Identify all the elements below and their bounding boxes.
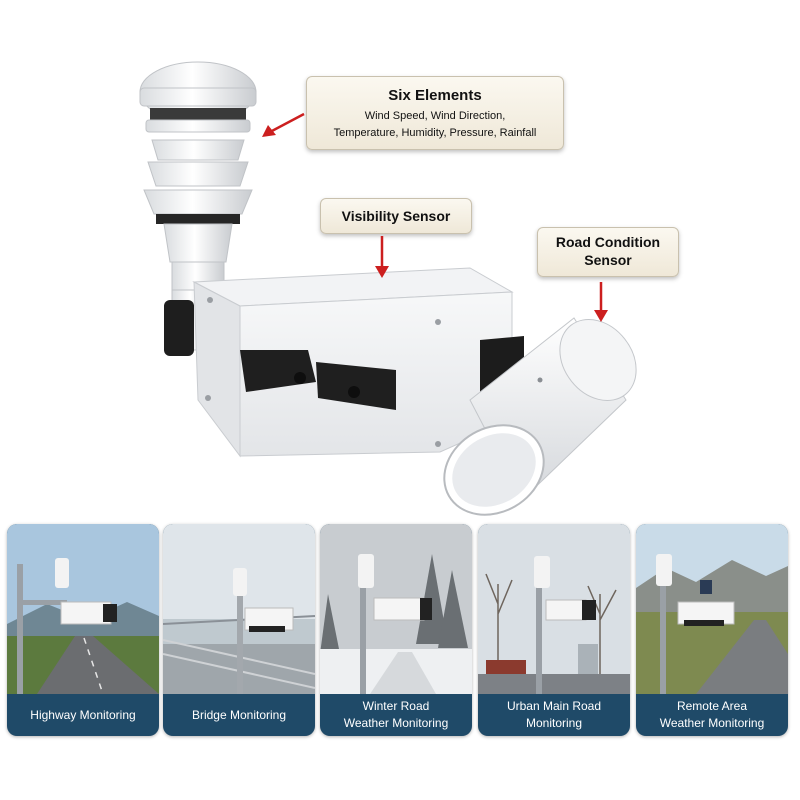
winter-scene: [320, 524, 472, 694]
remote-scene: [636, 524, 788, 694]
card-caption: Urban Main Road Monitoring: [478, 694, 630, 736]
road-condition-sensor-tube: [443, 317, 637, 516]
visibility-sensor-title: Visibility Sensor: [341, 208, 451, 224]
card-caption: Remote Area Weather Monitoring: [636, 694, 788, 736]
caption-line1: Winter Road: [362, 699, 430, 713]
application-card-bridge: Bridge Monitoring: [163, 524, 315, 736]
road-condition-arrow-icon: [594, 282, 608, 322]
application-card-winter: Winter Road Weather Monitoring: [320, 524, 472, 736]
card-caption: Winter Road Weather Monitoring: [320, 694, 472, 736]
caption-line1: Remote Area: [676, 699, 748, 713]
card-caption: Highway Monitoring: [7, 694, 159, 736]
application-card-remote: Remote Area Weather Monitoring: [636, 524, 788, 736]
visibility-sensor-callout: Visibility Sensor: [320, 198, 472, 234]
urban-scene: [478, 524, 630, 694]
caption-line2: Weather Monitoring: [659, 716, 765, 730]
application-card-highway: Highway Monitoring: [7, 524, 159, 736]
road-condition-title-2: Sensor: [584, 252, 632, 268]
caption-line2: Monitoring: [525, 716, 583, 730]
visibility-arrow-icon: [375, 236, 389, 278]
six-elements-line1: Wind Speed, Wind Direction,: [364, 110, 506, 122]
six-elements-callout: Six Elements Wind Speed, Wind Direction,…: [306, 76, 564, 150]
road-condition-title-1: Road Condition: [555, 234, 661, 250]
caption-line2: Weather Monitoring: [343, 716, 449, 730]
caption-line1: Bridge Monitoring: [191, 707, 287, 722]
highway-scene: [7, 524, 159, 694]
six-elements-line2: Temperature, Humidity, Pressure, Rainfal…: [333, 127, 537, 139]
road-condition-callout: Road Condition Sensor: [537, 227, 679, 277]
product-illustration: [139, 61, 637, 516]
application-card-urban: Urban Main Road Monitoring: [478, 524, 630, 736]
bridge-scene: [163, 524, 315, 694]
six-elements-title: Six Elements: [388, 87, 482, 104]
six-elements-arrow-icon: [262, 112, 305, 137]
card-caption: Bridge Monitoring: [163, 694, 315, 736]
caption-line1: Urban Main Road: [506, 699, 602, 713]
visibility-sensor-box: [192, 267, 524, 458]
caption-line1: Highway Monitoring: [30, 707, 136, 722]
